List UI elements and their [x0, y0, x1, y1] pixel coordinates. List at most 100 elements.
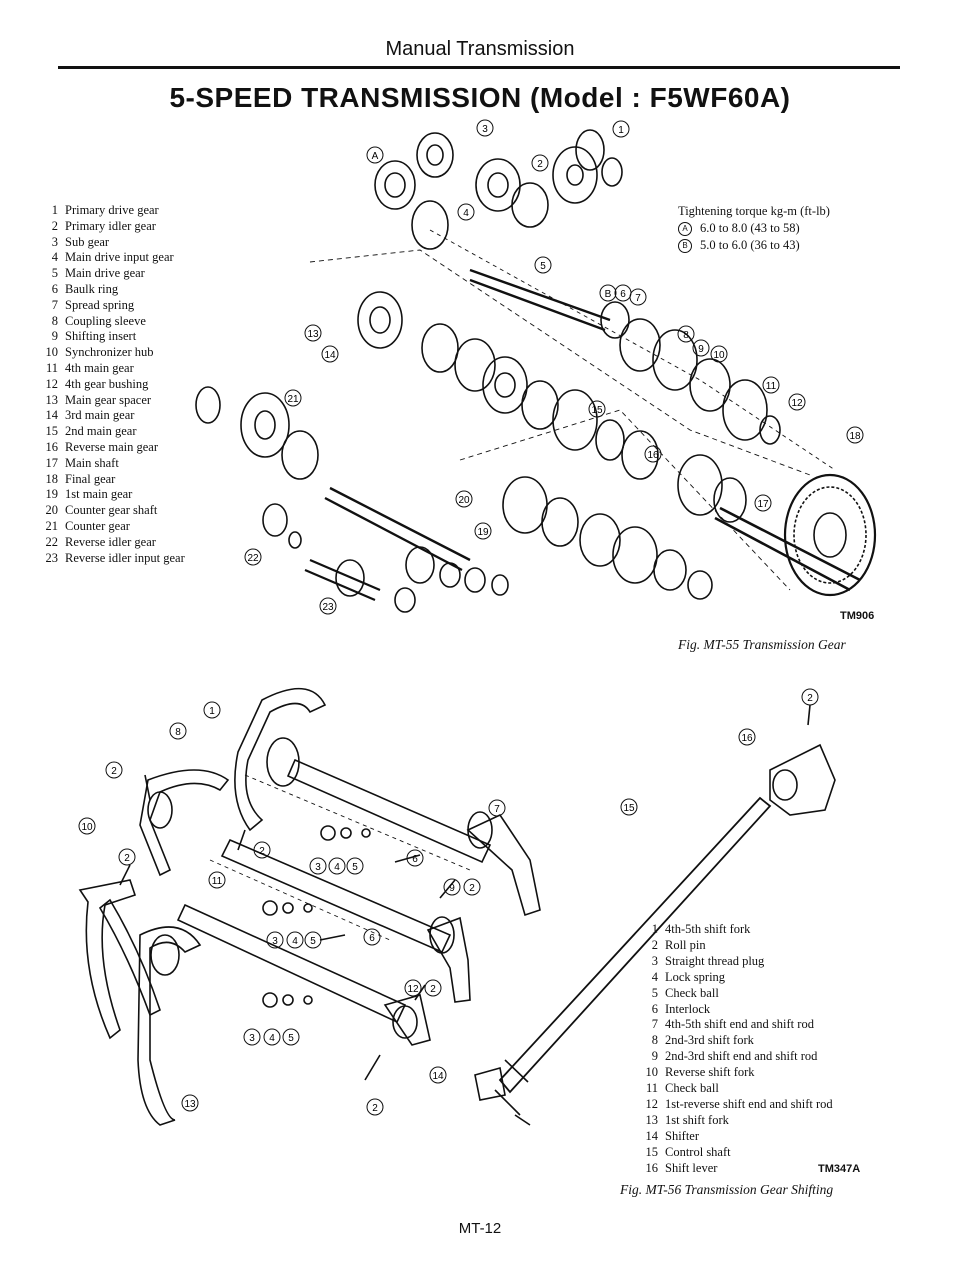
svg-text:2: 2 [259, 846, 265, 857]
svg-text:11: 11 [766, 381, 777, 392]
callout-12: 12 [788, 393, 806, 411]
callout-20: 20 [455, 490, 473, 508]
callout-19: 19 [474, 522, 492, 540]
shift-callout-5: 5 [304, 931, 322, 949]
shift-callout-4: 4 [263, 1028, 281, 1046]
shift-callout-7: 7 [488, 799, 506, 817]
svg-text:10: 10 [81, 822, 93, 833]
figure-caption: Fig. MT-55 Transmission Gear [678, 637, 846, 652]
svg-text:3: 3 [272, 936, 278, 947]
shift-callout-2: 2 [118, 848, 136, 866]
svg-text:15: 15 [591, 405, 603, 416]
shift-callout-16: 16 [738, 728, 756, 746]
svg-text:7: 7 [635, 293, 641, 304]
figure-code: TM906 [840, 610, 875, 622]
callout-11: 11 [762, 376, 780, 394]
shift-callout-3: 3 [309, 857, 327, 875]
svg-text:4: 4 [292, 936, 298, 947]
callout-13: 13 [304, 324, 322, 342]
svg-text:16: 16 [741, 733, 753, 744]
svg-text:1: 1 [618, 125, 624, 136]
svg-text:5: 5 [310, 936, 316, 947]
page-header-title: Manual Transmission [385, 38, 575, 60]
svg-text:12: 12 [407, 984, 419, 995]
svg-text:8: 8 [683, 330, 689, 341]
svg-text:2: 2 [124, 853, 130, 864]
callout-4: 4 [457, 203, 475, 221]
callout-A: A [366, 146, 384, 164]
svg-text:20: 20 [458, 495, 470, 506]
shift-callout-2: 2 [463, 878, 481, 896]
svg-text:8: 8 [175, 727, 181, 738]
svg-text:17: 17 [757, 499, 769, 510]
svg-text:6: 6 [620, 289, 626, 300]
svg-text:9: 9 [449, 883, 455, 894]
svg-text:2: 2 [111, 766, 117, 777]
page-number: MT-12 [458, 1220, 502, 1237]
svg-text:9: 9 [698, 344, 704, 355]
svg-text:3: 3 [315, 862, 321, 873]
svg-text:6: 6 [369, 933, 375, 944]
callout-8: 8 [677, 325, 695, 343]
svg-text:A: A [372, 151, 379, 162]
shift-callout-15: 15 [620, 798, 638, 816]
callout-3: 3 [476, 119, 494, 137]
svg-text:14: 14 [324, 350, 336, 361]
callout-9: 9 [692, 339, 710, 357]
svg-text:4: 4 [269, 1033, 275, 1044]
svg-text:2: 2 [807, 693, 813, 704]
svg-text:3: 3 [482, 124, 488, 135]
svg-text:B: B [605, 289, 612, 300]
shift-callout-1: 1 [203, 701, 221, 719]
svg-text:15: 15 [623, 803, 635, 814]
svg-text:6: 6 [412, 854, 418, 865]
shift-callout-4: 4 [286, 931, 304, 949]
shift-callout-4: 4 [328, 857, 346, 875]
svg-text:19: 19 [477, 527, 489, 538]
svg-text:23: 23 [322, 602, 334, 613]
shift-callout-5: 5 [282, 1028, 300, 1046]
shift-callout-6: 6 [363, 928, 381, 946]
callout-23: 23 [319, 597, 337, 615]
page-title: 5-SPEED TRANSMISSION (Model : F5WF60A) [169, 82, 791, 113]
svg-text:12: 12 [791, 398, 803, 409]
svg-text:11: 11 [212, 876, 223, 887]
callout-17: 17 [754, 494, 772, 512]
svg-text:4: 4 [334, 862, 340, 873]
callout-15: 15 [588, 400, 606, 418]
torque-mark: B [678, 239, 692, 254]
shift-callout-3: 3 [266, 931, 284, 949]
svg-text:22: 22 [247, 553, 259, 564]
callout-18: 18 [846, 426, 864, 444]
callout-5: 5 [534, 256, 552, 274]
